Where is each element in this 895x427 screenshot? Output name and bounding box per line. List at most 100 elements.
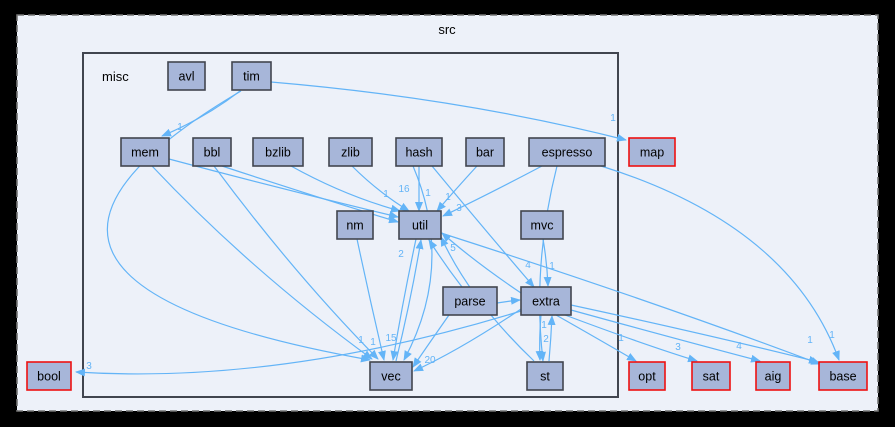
node-bzlib[interactable]: bzlib — [252, 137, 304, 167]
edge-util-vec — [390, 238, 417, 361]
node-label-vec: vec — [381, 370, 400, 384]
edge-label-parse-vec: 20 — [424, 355, 436, 366]
node-espresso[interactable]: espresso — [528, 137, 606, 167]
node-label-mem: mem — [131, 146, 159, 160]
external-node-box-sat[interactable] — [691, 361, 731, 391]
node-label-tim: tim — [243, 70, 260, 84]
edge-label-util-base: 1 — [829, 330, 835, 341]
edge-extra-bool — [75, 310, 522, 377]
node-extra[interactable]: extra — [520, 286, 572, 316]
external-node-box-opt[interactable] — [628, 361, 666, 391]
edge-bar-util — [436, 165, 478, 212]
node-label-nm: nm — [346, 219, 363, 233]
edge-extra-sat — [564, 314, 698, 363]
edge-label-nm-vec: 1 — [370, 337, 376, 348]
node-label-sat: sat — [703, 370, 720, 384]
edge-hash-extra — [431, 165, 535, 288]
cluster-label-misc[interactable]: misc — [102, 69, 129, 84]
edge-label-hash-extra: 4 — [525, 260, 531, 271]
node-bar[interactable]: bar — [465, 137, 505, 167]
edge-espresso-base — [600, 165, 840, 361]
node-hash[interactable]: hash — [395, 137, 443, 167]
node-label-bbl: bbl — [204, 146, 221, 160]
node-box-avl[interactable] — [167, 61, 206, 91]
node-label-aig: aig — [765, 370, 782, 384]
node-label-util: util — [412, 219, 428, 233]
node-box-hash[interactable] — [395, 137, 443, 167]
node-box-espresso[interactable] — [528, 137, 606, 167]
edge-nm-vec — [356, 238, 386, 361]
external-node-box-map[interactable] — [628, 137, 676, 167]
node-bbl[interactable]: bbl — [192, 137, 232, 167]
edge-label-extra-util: 5 — [450, 243, 456, 254]
edge-label-hash-util: 1 — [425, 188, 431, 199]
node-box-parse[interactable] — [442, 286, 498, 316]
node-vec[interactable]: vec — [369, 361, 413, 391]
node-box-tim[interactable] — [231, 61, 272, 91]
edge-label-extra-sat: 3 — [675, 342, 681, 353]
node-label-bool: bool — [37, 370, 61, 384]
node-avl[interactable]: avl — [167, 61, 206, 91]
node-label-st: st — [540, 370, 550, 384]
node-label-bar: bar — [476, 146, 494, 160]
node-nm[interactable]: nm — [336, 210, 374, 240]
edge-espresso-st — [538, 165, 558, 362]
edge-label-tim-map: 1 — [610, 113, 616, 124]
edge-hash-vec — [403, 165, 433, 361]
edge-extra-util — [441, 232, 522, 294]
node-box-zlib[interactable] — [328, 137, 373, 167]
node-box-extra[interactable] — [520, 286, 572, 316]
node-box-mvc[interactable] — [520, 210, 564, 240]
node-parse[interactable]: parse — [442, 286, 498, 316]
node-util[interactable]: util — [398, 210, 442, 240]
node-aig[interactable]: aig — [755, 361, 791, 391]
edge-vec-util — [395, 239, 424, 362]
node-label-extra: extra — [532, 295, 560, 309]
node-box-util[interactable] — [398, 210, 442, 240]
node-box-bar[interactable] — [465, 137, 505, 167]
node-bool[interactable]: bool — [26, 361, 72, 391]
node-opt[interactable]: opt — [628, 361, 666, 391]
node-box-bzlib[interactable] — [252, 137, 304, 167]
edge-espresso-util — [442, 165, 543, 217]
edge-parse-extra — [496, 296, 521, 305]
edge-extra-vec — [413, 308, 522, 372]
node-sat[interactable]: sat — [691, 361, 731, 391]
edge-label-tim-mem: 1 — [177, 122, 183, 133]
node-label-mvc: mvc — [531, 219, 554, 233]
edge-parse-util — [428, 239, 463, 288]
node-label-hash: hash — [405, 146, 432, 160]
node-map[interactable]: map — [628, 137, 676, 167]
edge-label-extra-base: 1 — [807, 335, 813, 346]
node-label-zlib: zlib — [341, 146, 360, 160]
edge-label-extra-opt: 1 — [618, 333, 624, 344]
node-box-mem[interactable] — [120, 137, 170, 167]
node-mvc[interactable]: mvc — [520, 210, 564, 240]
edge-extra-aig — [570, 309, 761, 363]
node-mem[interactable]: mem — [120, 137, 170, 167]
node-box-st[interactable] — [526, 361, 564, 391]
node-base[interactable]: base — [818, 361, 868, 391]
node-box-bbl[interactable] — [192, 137, 232, 167]
node-label-base: base — [829, 370, 856, 384]
node-label-opt: opt — [638, 370, 656, 384]
edge-label-extra-aig: 4 — [736, 341, 742, 352]
external-node-box-base[interactable] — [818, 361, 868, 391]
cluster-label-src[interactable]: src — [438, 22, 456, 37]
node-label-espresso: espresso — [542, 146, 593, 160]
external-node-box-bool[interactable] — [26, 361, 72, 391]
edge-label-extra-bool: 3 — [86, 361, 92, 372]
edge-tim-map — [270, 81, 627, 142]
node-label-parse: parse — [454, 295, 485, 309]
edge-bzlib-util — [290, 165, 401, 213]
external-node-box-aig[interactable] — [755, 361, 791, 391]
node-zlib[interactable]: zlib — [328, 137, 373, 167]
node-st[interactable]: st — [526, 361, 564, 391]
node-box-nm[interactable] — [336, 210, 374, 240]
node-tim[interactable]: tim — [231, 61, 272, 91]
node-box-vec[interactable] — [369, 361, 413, 391]
node-label-avl: avl — [179, 70, 195, 84]
edge-util-base — [440, 232, 821, 365]
